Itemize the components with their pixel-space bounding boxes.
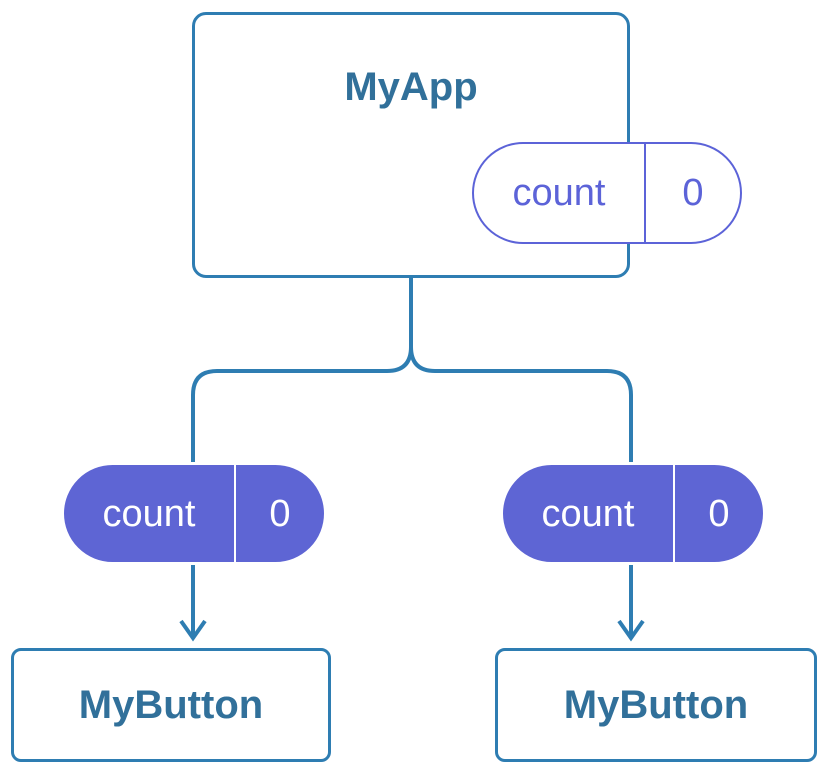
- state-value: 0: [682, 172, 704, 214]
- arrowhead-left-icon: [179, 619, 207, 642]
- state-label: count: [503, 465, 675, 562]
- edge-root-to-right-child: [409, 270, 633, 635]
- node-mybutton-left-title: MyButton: [78, 683, 264, 727]
- state-label: count: [64, 465, 236, 562]
- node-mybutton-right-title: MyButton: [563, 683, 749, 727]
- node-mybutton-left: MyButton: [11, 648, 331, 762]
- node-myapp: MyApp count 0: [192, 12, 742, 278]
- arrowhead-right-icon: [617, 619, 645, 642]
- state-label: count: [474, 144, 646, 242]
- node-myapp-title: MyApp: [344, 65, 478, 109]
- node-mybutton-right: MyButton: [495, 648, 817, 762]
- state-pill-left-child: count 0: [61, 462, 327, 565]
- state-value: 0: [708, 492, 730, 535]
- edge-root-to-left-child: [191, 270, 413, 635]
- state-value: 0: [269, 492, 291, 535]
- state-pill-right-child: count 0: [500, 462, 766, 565]
- state-pill-root: count 0: [472, 142, 742, 244]
